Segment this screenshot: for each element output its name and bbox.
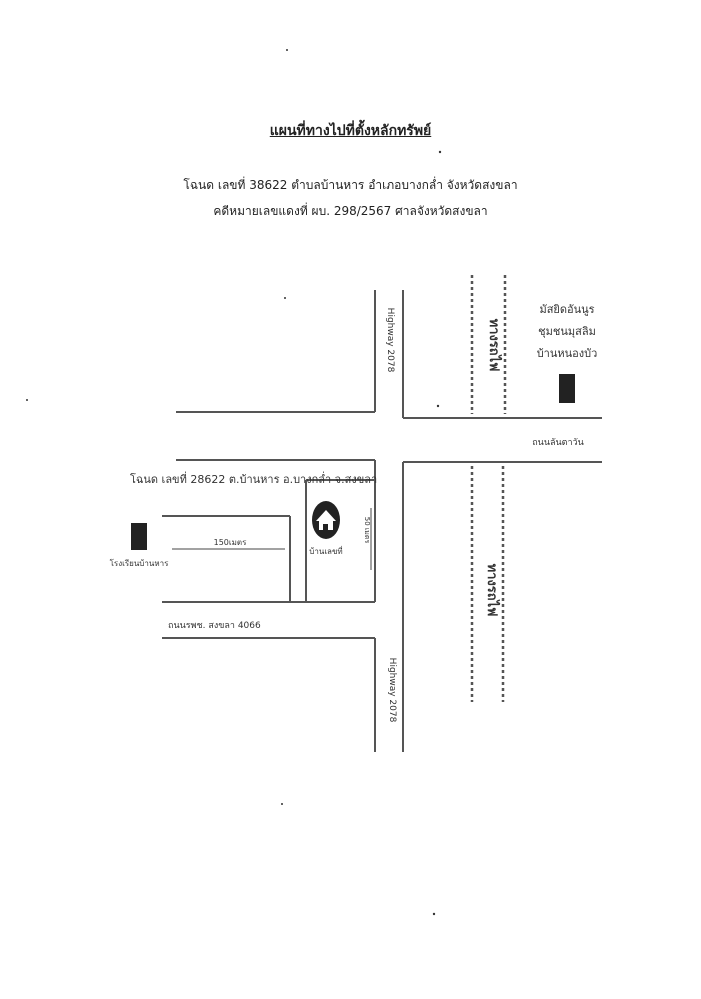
highway-label-bottom: Highway 2078 <box>387 658 397 723</box>
deed-info: โฉนด เลขที่ 38622 ตำบลบ้านหาร อำเภอบางกล… <box>183 178 518 192</box>
main-road-label: ถนนลันตาวัน <box>532 438 584 448</box>
railway-label-bottom: ทางรถไฟ <box>484 564 501 617</box>
house-icon <box>312 501 340 539</box>
school-marker <box>131 523 147 550</box>
distance-label-horizontal: 150เมตร <box>214 538 247 547</box>
page-title: แผนที่ทางไปที่ตั้งหลักทรัพย์ <box>269 123 432 139</box>
landmark-line-2: ชุมชนมุสลิม <box>538 325 596 338</box>
lower-road-label: ถนนรพช. สงขลา 4066 <box>168 621 261 631</box>
railway-label-top: ทางรถไฟ <box>486 319 503 372</box>
highway-label-top: Highway 2078 <box>385 308 395 373</box>
landmark-line-1: มัสยิดอันนูร <box>539 303 594 316</box>
landmark-line-3: บ้านหนองบัว <box>537 347 598 360</box>
plot-label: โฉนด เลขที่ 28622 ต.บ้านหาร อ.บางกล่ำ จ.… <box>130 471 377 486</box>
distance-label-vertical: 50 เมตร <box>363 517 371 544</box>
landmark-marker <box>559 374 575 403</box>
case-info: คดีหมายเลขแดงที่ ผบ. 298/2567 ศาลจังหวัด… <box>213 204 488 218</box>
school-label: โรงเรียนบ้านหาร <box>110 558 169 568</box>
house-label: บ้านเลขที่ <box>309 545 342 556</box>
scan-specks <box>26 49 442 916</box>
